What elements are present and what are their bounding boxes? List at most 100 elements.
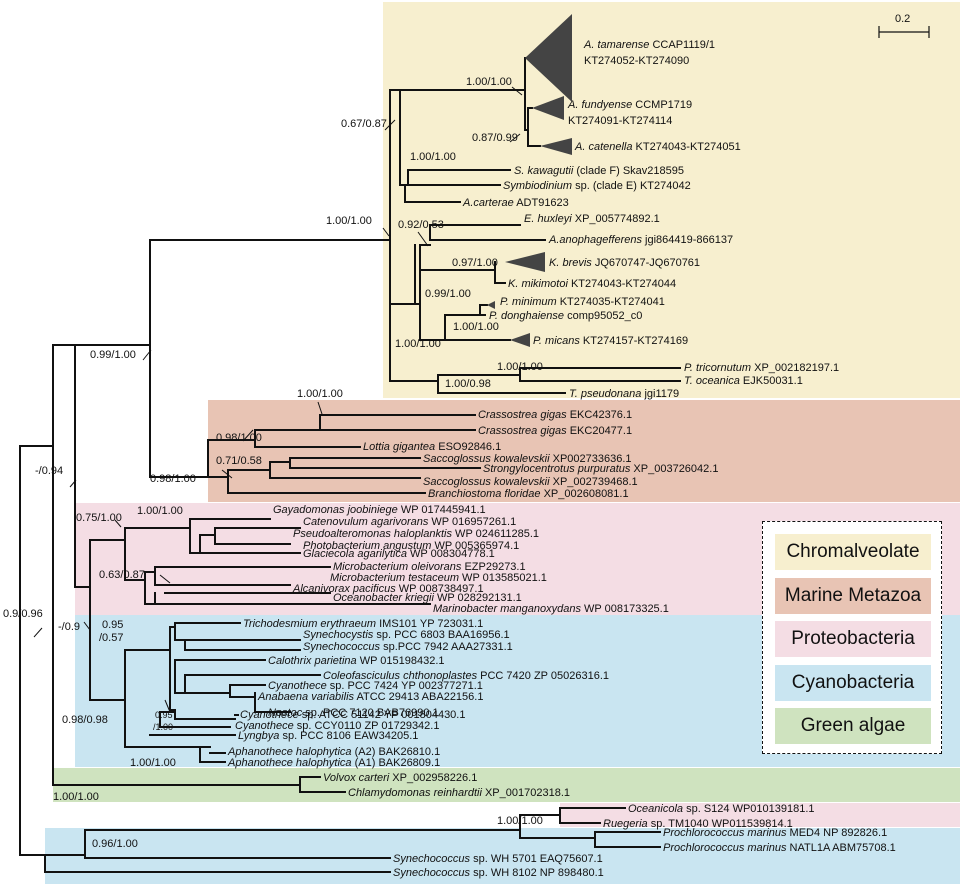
taxon-label: K. brevis JQ670747-JQ670761 bbox=[549, 257, 700, 269]
taxon-label: K. mikimotoi KT274043-KT274044 bbox=[508, 278, 676, 290]
support-value: 0.95 bbox=[155, 710, 173, 720]
taxon-label: Glaciecola agarilytica WP 008304778.1 bbox=[303, 548, 495, 560]
support-value: 1.00/1.00 bbox=[395, 338, 441, 350]
support-value: 1.00/1.00 bbox=[497, 815, 543, 827]
taxon-label: A. tamarense CCAP1119/1 bbox=[583, 39, 715, 51]
taxon-label: Coleofasciculus chthonoplastes PCC 7420 … bbox=[323, 670, 609, 682]
taxon-label: A.carterae ADT91623 bbox=[462, 197, 569, 209]
taxon-label: Chlamydomonas reinhardtii XP_001702318.1 bbox=[348, 787, 570, 799]
tree-branches bbox=[19, 57, 681, 873]
taxon-label: Catenovulum agarivorans WP 016957261.1 bbox=[303, 516, 516, 528]
support-value: 1.00/0.98 bbox=[445, 378, 491, 390]
legend-item-cyanobacteria: Cyanobacteria bbox=[775, 665, 931, 701]
taxon-label: Strongylocentrotus purpuratus XP_0037260… bbox=[483, 463, 718, 475]
legend: Chromalveolate Marine Metazoa Proteobact… bbox=[762, 521, 942, 754]
taxon-label: Branchiostoma floridae XP_002608081.1 bbox=[428, 488, 629, 500]
taxon-label: Synechocystis sp. PCC 6803 BAA16956.1 bbox=[303, 629, 510, 641]
taxon-label: P. micans KT274157-KT274169 bbox=[533, 335, 688, 347]
support-value: 0.63/0.87 bbox=[99, 569, 145, 581]
taxon-label: P. minimum KT274035-KT274041 bbox=[500, 296, 665, 308]
taxon-label: Ruegeria sp. TM1040 WP011539814.1 bbox=[603, 818, 793, 830]
support-value: 0.67/0.87 bbox=[341, 118, 387, 130]
clade-triangle-kbrevis bbox=[505, 252, 545, 272]
support-value: 0.98/1.00 bbox=[150, 473, 196, 485]
taxon-label: Crassostrea gigas EKC20477.1 bbox=[478, 425, 632, 437]
taxon-label: Photobacterium angustum WP 005365974.1 bbox=[303, 540, 519, 552]
taxon-label: P. donghaiense comp95052_c0 bbox=[489, 310, 642, 322]
support-values: 1.00/1.00 0.87/0.99 0.67/0.87 1.00/1.00 … bbox=[3, 76, 543, 850]
taxon-label: Cyanothece sp. ATCC 51142 YP 001804430.1 bbox=[240, 709, 465, 721]
support-value: 0.95 bbox=[102, 619, 123, 631]
marine-metazoa-region bbox=[208, 400, 960, 502]
legend-item-marine-metazoa: Marine Metazoa bbox=[775, 578, 931, 614]
legend-item-green-algae: Green algae bbox=[775, 708, 931, 744]
support-value: 0.75/1.00 bbox=[76, 512, 122, 524]
support-value: 1.00/1.00 bbox=[466, 76, 512, 88]
support-value: 1.00/1.00 bbox=[326, 215, 372, 227]
collapsed-clades bbox=[487, 14, 572, 347]
taxon-label: A. catenella KT274043-KT274051 bbox=[574, 141, 741, 153]
taxon-label: Saccoglossus kowalevskii XP_002739468.1 bbox=[423, 476, 638, 488]
taxon-label: Synechococcus sp. WH 5701 EAQ75607.1 bbox=[393, 853, 603, 865]
chromalveolate-region bbox=[383, 2, 960, 398]
support-ticks bbox=[33, 86, 523, 713]
support-value: /0.57 bbox=[99, 632, 123, 644]
taxon-label: T. oceanica EJK50031.1 bbox=[684, 375, 803, 387]
support-value: 0.99/1.00 bbox=[425, 288, 471, 300]
support-value: 0.99/1.00 bbox=[90, 349, 136, 361]
support-value: /1.00 bbox=[153, 722, 173, 732]
support-value: 0.9/0.96 bbox=[3, 608, 43, 620]
taxon-label: Oceanicola sp. S124 WP010139181.1 bbox=[628, 803, 815, 815]
taxon-label: A.anophagefferens jgi864419-866137 bbox=[548, 234, 733, 246]
support-value: 1.00/1.00 bbox=[297, 388, 343, 400]
taxon-label: Symbiodinium sp. (clade E) KT274042 bbox=[503, 180, 691, 192]
scale-bar-label: 0.2 bbox=[895, 13, 910, 25]
taxon-label: Anabaena variabilis ATCC 29413 ABA22156.… bbox=[257, 691, 483, 703]
support-value: -/0.94 bbox=[35, 465, 63, 477]
taxon-label: Microbacterium oleivorans EZP29273.1 bbox=[333, 561, 526, 573]
support-value: -/0.9 bbox=[58, 621, 80, 633]
taxon-label: Gayadomonas joobiniege WP 017445941.1 bbox=[273, 504, 486, 516]
taxon-label: Cyanothece sp. PCC 7424 YP 002377271.1 bbox=[268, 680, 483, 692]
support-value: 0.87/0.99 bbox=[472, 132, 518, 144]
taxon-label: Alcanivorax pacificus WP 008738497.1 bbox=[292, 583, 484, 595]
support-value: 0.98/1.00 bbox=[216, 432, 262, 444]
taxon-label: T. pseudonana jgi1179 bbox=[569, 388, 679, 400]
support-value: 0.92/0.53 bbox=[398, 219, 444, 231]
taxon-label: Crassostrea gigas EKC42376.1 bbox=[478, 409, 632, 421]
clade-triangle-pminimum bbox=[487, 301, 495, 309]
legend-item-chromalveolate: Chromalveolate bbox=[775, 534, 931, 570]
taxon-label: Prochlorococcus marinus NATL1A ABM75708.… bbox=[663, 842, 896, 854]
taxon-label: Lottia gigantea ESO92846.1 bbox=[363, 441, 501, 453]
taxon-label: Microbacterium testaceum WP 013585021.1 bbox=[330, 572, 547, 584]
taxon-label: Calothrix parietina WP 015198432.1 bbox=[268, 655, 445, 667]
proteobacteria-region-2 bbox=[560, 803, 960, 827]
taxon-label: Volvox carteri XP_002958226.1 bbox=[323, 772, 477, 784]
support-value: 1.00/1.00 bbox=[497, 361, 543, 373]
taxon-label: Nostoc sp. PCC 7120 BAB76990.1 bbox=[268, 707, 439, 719]
support-value: 1.00/1.00 bbox=[53, 791, 99, 803]
taxon-label: Pseudoalteromonas haloplanktis WP 024611… bbox=[293, 528, 539, 540]
support-value: 0.71/0.58 bbox=[216, 455, 262, 467]
clade-triangle-fundyense bbox=[532, 96, 564, 120]
cyanobacteria-region-2 bbox=[45, 828, 960, 884]
taxon-label: Saccoglossus kowalevskii XP002733636.1 bbox=[423, 453, 632, 465]
taxon-label-line2: KT274091-KT274114 bbox=[568, 115, 672, 127]
scale-bar: 0.2 bbox=[878, 13, 930, 38]
taxon-label: Oceanobacter kriegii WP 028292131.1 bbox=[333, 592, 522, 604]
legend-item-proteobacteria: Proteobacteria bbox=[775, 621, 931, 657]
support-value: 1.00/1.00 bbox=[137, 505, 183, 517]
clade-triangle-catenella bbox=[540, 138, 572, 155]
support-value: 0.98/0.98 bbox=[62, 714, 108, 726]
support-value: 1.00/1.00 bbox=[130, 757, 176, 769]
taxon-label: Aphanothece halophytica (A2) BAK26810.1 bbox=[227, 746, 440, 758]
taxon-label: Synechococcus sp. WH 8102 NP 898480.1 bbox=[393, 867, 604, 879]
taxon-label-line2: KT274052-KT274090 bbox=[584, 55, 689, 67]
taxon-label: Synechococcus sp.PCC 7942 AAA27331.1 bbox=[303, 641, 513, 653]
support-value: 0.97/1.00 bbox=[452, 257, 498, 269]
support-value: 1.00/1.00 bbox=[410, 151, 456, 163]
support-value: 0.96/1.00 bbox=[92, 838, 138, 850]
taxon-labels: A. tamarense CCAP1119/1 KT274052-KT27409… bbox=[227, 39, 896, 879]
support-value: 1.00/1.00 bbox=[453, 321, 499, 333]
clade-triangle-pmicans bbox=[510, 333, 530, 347]
